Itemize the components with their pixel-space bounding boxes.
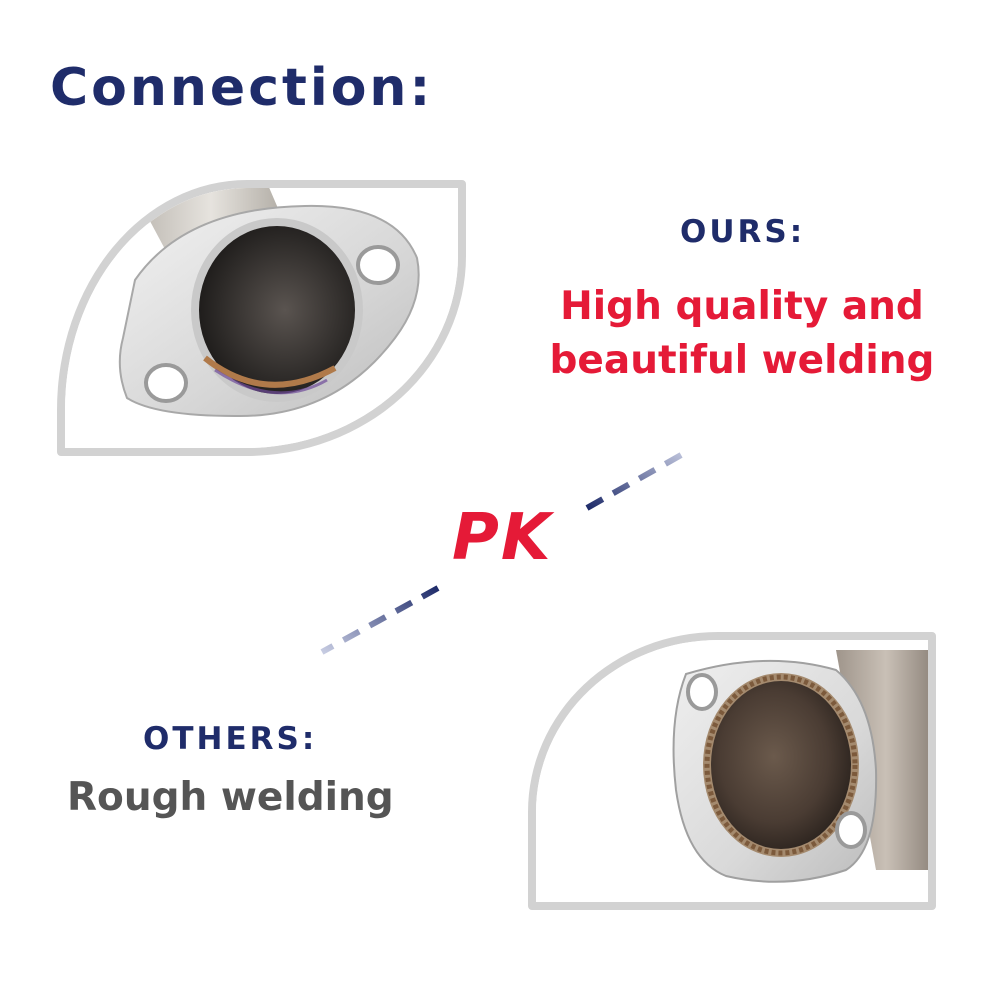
dashed-line-lower	[320, 585, 440, 655]
versus-label: PK	[452, 501, 553, 575]
ours-description: High quality and beautiful welding	[532, 280, 952, 388]
others-description: Rough welding	[67, 775, 394, 820]
ours-description-line2: beautiful welding	[549, 338, 935, 383]
others-photo-frame	[528, 632, 936, 910]
ours-photo-frame	[57, 180, 466, 456]
dashed-line-upper	[585, 447, 692, 511]
others-flange-photo	[536, 640, 928, 902]
others-heading: OTHERS:	[143, 721, 318, 757]
ours-flange-photo	[65, 188, 458, 448]
page-title: Connection:	[50, 58, 434, 118]
ours-heading: OURS:	[680, 214, 806, 250]
ours-description-line1: High quality and	[560, 284, 924, 329]
